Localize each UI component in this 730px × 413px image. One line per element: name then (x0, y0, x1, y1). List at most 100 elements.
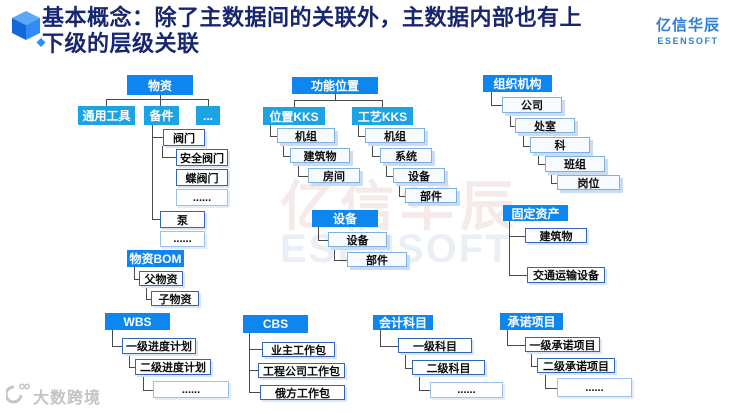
connector-line (143, 375, 144, 390)
connector-line (294, 100, 382, 101)
tree-cbs-engineering-package: 工程公司工作包 (258, 363, 345, 378)
page-title-line2: 下级的层级关联 (42, 31, 200, 56)
connector-line (294, 100, 295, 107)
connector-line (143, 390, 153, 391)
tree-funcloc-proc-unit: 机组 (365, 128, 425, 143)
tree-funcloc-proc-system: 系统 (380, 148, 432, 163)
connector-line (523, 146, 530, 147)
tree-funcloc-loc-building: 建筑物 (290, 148, 350, 163)
connector-line (491, 105, 502, 106)
tree-fixedassets-transport: 交通运输设备 (527, 267, 605, 283)
connector-line (283, 156, 290, 157)
tree-equipment-component: 部件 (347, 252, 407, 267)
tree-wbs-root: WBS (105, 313, 170, 330)
connector-line (112, 346, 122, 347)
connector-line (531, 352, 532, 366)
connector-line (335, 94, 336, 100)
connector-line (545, 373, 546, 388)
connector-line (129, 367, 135, 368)
connector-line (208, 99, 209, 106)
tree-org-department: 处室 (515, 118, 575, 133)
tree-funcloc-proc-component: 部件 (405, 188, 457, 203)
tree-materials-child-more: ... (196, 106, 220, 125)
tree-wbs-dots: ...... (153, 381, 229, 398)
connector-line (380, 330, 381, 346)
connector-line (249, 333, 250, 392)
connector-line (106, 99, 107, 106)
connector-line (405, 353, 406, 368)
connector-line (129, 354, 130, 367)
connector-line (162, 157, 176, 158)
connector-line (358, 125, 359, 136)
tree-cbs-russian-package: 俄方工作包 (260, 385, 345, 400)
brand-name-cn: 亿信华辰 (655, 17, 720, 34)
connector-line (358, 136, 365, 137)
tree-bom-child: 子物资 (151, 291, 199, 306)
tree-funcloc-process-kks: 工艺KKS (352, 107, 413, 125)
connector-line (523, 133, 524, 146)
connector-line (405, 368, 412, 369)
tree-accounting-dots: ...... (430, 382, 503, 398)
tree-org-post: 岗位 (557, 175, 620, 190)
connector-line (380, 346, 398, 347)
tree-materials-pump-dots: ...... (160, 231, 205, 247)
page-title-line1: 基本概念：除了主数据间的关联外，主数据内部也有上 (42, 5, 583, 30)
tree-materials-root: 物资 (127, 75, 193, 95)
connector-line (509, 221, 510, 275)
tree-commitment-level1: 一级承诺项目 (525, 337, 600, 352)
connector-line (399, 196, 405, 197)
tree-materials-pump: 泵 (160, 211, 205, 228)
connector-line (249, 349, 262, 350)
brand-logo: 亿信华辰 ESENSOFT (656, 14, 720, 46)
connector-line (249, 392, 260, 393)
connector-line (318, 240, 328, 241)
tree-accounting-root: 会计科目 (373, 315, 433, 330)
connector-line (399, 183, 400, 196)
connector-line (419, 390, 430, 391)
connector-line (162, 146, 163, 157)
cube-logo-icon (10, 9, 48, 56)
tree-equipment-root: 设备 (312, 210, 378, 227)
tree-wbs-level2: 二级进度计划 (135, 359, 211, 375)
tree-materials-valve-butterfly: 蝶阀门 (176, 169, 228, 186)
connector-line (372, 143, 373, 156)
tree-materials-child-general-tools: 通用工具 (78, 106, 135, 125)
tree-fixedassets-root: 固定资产 (503, 205, 568, 221)
connector-line (334, 247, 335, 260)
connector-line (491, 92, 492, 105)
tree-accounting-level2: 二级科目 (412, 360, 485, 375)
tree-materials-valve-dots: ...... (176, 189, 228, 206)
bottom-left-watermark-text: 大数跨境 (33, 389, 102, 407)
bottom-left-watermark: 大数跨境 (4, 382, 102, 409)
tree-funcloc-proc-equipment: 设备 (393, 168, 445, 183)
connector-line (509, 275, 527, 276)
connector-line (152, 219, 160, 220)
tree-fixedassets-building: 建筑物 (525, 228, 587, 243)
connector-line (134, 267, 135, 279)
tree-org-company: 公司 (502, 97, 562, 113)
connector-line (318, 227, 319, 240)
connector-line (531, 366, 537, 367)
connector-line (152, 125, 153, 219)
dashukuajing-logo-icon (4, 382, 30, 409)
tree-materials-valve: 阀门 (163, 129, 205, 146)
tree-funcloc-root: 功能位置 (292, 77, 378, 94)
tree-wbs-level1: 一级进度计划 (122, 338, 196, 354)
connector-line (538, 153, 539, 164)
connector-line (160, 99, 161, 106)
connector-line (510, 126, 515, 127)
tree-materials-child-spare-parts: 备件 (144, 106, 179, 125)
connector-line (386, 163, 387, 176)
tree-funcloc-location-kks: 位置KKS (263, 107, 325, 125)
connector-line (372, 156, 380, 157)
connector-line (106, 99, 208, 100)
connector-line (146, 286, 147, 299)
page-title: 基本概念：除了主数据间的关联外，主数据内部也有上 下级的层级关联 (42, 5, 662, 57)
tree-cbs-root: CBS (243, 315, 308, 333)
connector-line (283, 143, 284, 156)
connector-line (270, 125, 271, 136)
connector-line (134, 279, 139, 280)
tree-bom-parent: 父物资 (139, 271, 183, 286)
tree-funcloc-loc-unit: 机组 (277, 128, 335, 143)
